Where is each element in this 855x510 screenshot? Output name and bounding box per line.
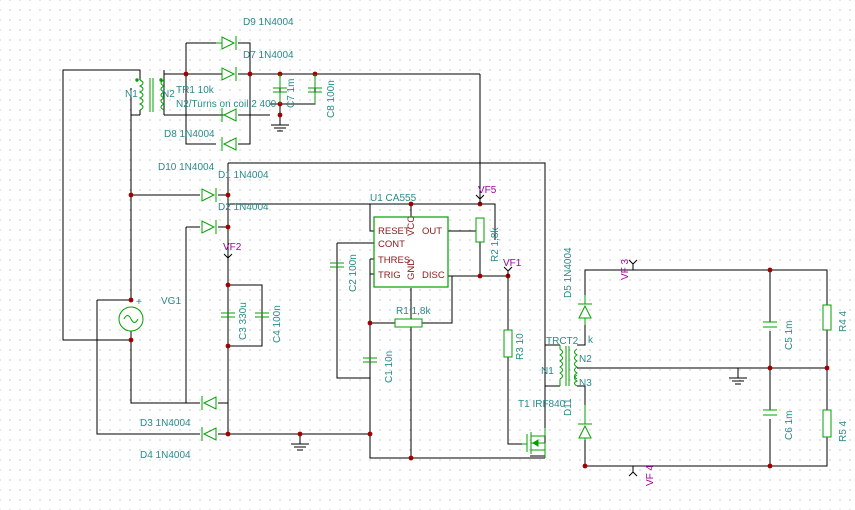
- diode-d11[interactable]: [578, 405, 592, 440]
- capacitor-c7[interactable]: [273, 74, 287, 104]
- diode-d8[interactable]: [221, 108, 237, 122]
- capacitor-c1[interactable]: [363, 357, 377, 363]
- u1-pin-trig: TRIG: [378, 270, 401, 281]
- diode-d2[interactable]: [201, 220, 217, 234]
- d3-label: D3 1N4004: [140, 418, 191, 429]
- r1-label: R1 1,8k: [396, 306, 431, 317]
- r2-label: R2 1,8k: [490, 227, 501, 262]
- tr1-note-label: N2/Turns on coil 2 400: [176, 99, 277, 110]
- u1-pin-vcc: VCC: [406, 216, 417, 236]
- diode-d4[interactable]: [201, 427, 217, 441]
- diode-d3[interactable]: [201, 396, 217, 410]
- transformer-tr1[interactable]: [131, 69, 166, 115]
- u1-pin-disc: DISC: [422, 270, 445, 281]
- diode-d9[interactable]: [216, 36, 237, 50]
- d4-label: D4 1N4004: [140, 450, 191, 461]
- d11-label: D11: [563, 398, 574, 416]
- u1-pin-gnd: GND: [406, 259, 417, 280]
- wires: [62, 42, 828, 467]
- capacitor-c8[interactable]: [308, 74, 322, 104]
- diode-d5[interactable]: [578, 295, 592, 325]
- c3-label: C3 330u: [238, 302, 249, 340]
- probe-vf5[interactable]: [475, 194, 485, 204]
- diode-d7[interactable]: [221, 67, 237, 81]
- vf5-label: VF5: [478, 185, 497, 196]
- u1-label: U1 CA555: [370, 193, 417, 204]
- diode-d1[interactable]: [201, 188, 217, 202]
- probe-vf3[interactable]: [628, 259, 638, 270]
- probe-vf2[interactable]: [223, 253, 233, 262]
- resistor-r1[interactable]: [394, 318, 423, 328]
- d5-label: D5 1N4004: [563, 247, 574, 298]
- ground-symbol: [271, 124, 289, 132]
- voltage-source-vg1[interactable]: [118, 306, 144, 332]
- trct2-n2-label: N2: [579, 354, 592, 365]
- ic-u1-ca555[interactable]: RESET OUT CONT THRES TRIG DISC VCC GND: [373, 216, 449, 288]
- u1-pin-thres: THRES: [378, 255, 410, 266]
- capacitor-c6[interactable]: [763, 409, 777, 416]
- t1-label: T1 IRF840: [518, 399, 566, 410]
- d2-label: D2 1N4004: [218, 202, 269, 213]
- tr1-n1-label: N1: [125, 89, 138, 100]
- r3-label: R3 10: [515, 333, 526, 360]
- diode-d10[interactable]: [221, 137, 237, 151]
- vf3-label: VF 3: [620, 258, 631, 280]
- capacitor-c3[interactable]: [221, 312, 235, 318]
- c7-label: C7 1m: [286, 79, 297, 108]
- resistor-r4[interactable]: [822, 304, 832, 331]
- c5-label: C5 1m: [784, 321, 795, 350]
- vf4-label: VF 4: [645, 464, 656, 486]
- d9-label: D9 1N4004: [243, 17, 294, 28]
- c2-label: C2 100n: [348, 254, 359, 292]
- u1-pin-cont: CONT: [378, 239, 405, 250]
- u1-pin-out: OUT: [422, 226, 442, 237]
- trct2-label: TRCT2: [546, 336, 579, 347]
- capacitor-c5[interactable]: [763, 321, 777, 328]
- tr1-n2-label: N2: [162, 89, 175, 100]
- vf2-label: VF2: [223, 242, 242, 253]
- d1-label: D1 1N4004: [218, 170, 269, 181]
- c4-label: C4 100n: [272, 305, 283, 343]
- c8-label: C8 100n: [326, 80, 337, 118]
- resistor-r2[interactable]: [475, 217, 485, 243]
- resistor-r5[interactable]: [822, 409, 832, 438]
- tr1-label: TR1 10k: [176, 85, 215, 96]
- probe-vf1[interactable]: [503, 266, 513, 276]
- capacitor-c4[interactable]: [255, 312, 269, 318]
- d7-label: D7 1N4004: [243, 50, 294, 61]
- transformer-trct2[interactable]: [559, 345, 579, 387]
- r5-label: R5 4: [838, 420, 849, 442]
- ground-symbol: [291, 443, 309, 451]
- c6-label: C6 1m: [784, 411, 795, 440]
- vg1-label: VG1: [161, 296, 181, 307]
- trct2-n1-label: N1: [541, 366, 554, 377]
- u1-pin-reset: RESET: [378, 226, 410, 237]
- trct2-n3-label: N3: [579, 378, 592, 389]
- probe-vf4[interactable]: [628, 466, 638, 477]
- resistor-r3[interactable]: [503, 329, 513, 358]
- vf1-label: VF1: [503, 258, 522, 269]
- mosfet-t1[interactable]: [522, 428, 546, 458]
- capacitor-c2[interactable]: [330, 262, 344, 268]
- trct2-k-label: k: [588, 335, 594, 346]
- d10-label: D10 1N4004: [158, 162, 215, 173]
- r4-label: R4 4: [838, 310, 849, 332]
- ground-symbol: [729, 377, 747, 385]
- c1-label: C1 10n: [384, 351, 395, 383]
- vg1-plus: +: [136, 297, 142, 308]
- d8-label: D8 1N4004: [164, 129, 215, 140]
